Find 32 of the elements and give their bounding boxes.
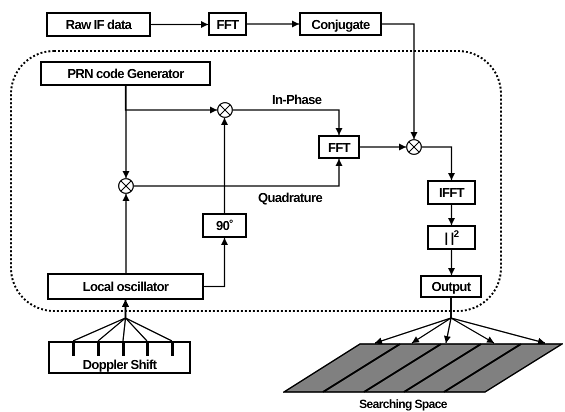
process-box: PRN code Generator (40, 61, 211, 86)
arrow (233, 109, 342, 135)
process-box: Conjugate (299, 12, 382, 36)
edge-label: In-Phase (272, 91, 322, 109)
process-box: FFT (208, 12, 247, 36)
process-box: Raw IF data (46, 12, 151, 37)
process-box: Local oscillator (47, 273, 204, 300)
arrow (122, 300, 172, 342)
arrow (134, 159, 342, 187)
arrow (448, 250, 455, 275)
arrow (221, 118, 228, 213)
arrow (360, 144, 406, 150)
dotted-region (10, 50, 502, 312)
edge-label: Quadrature (258, 189, 322, 207)
process-box: IFFT (427, 180, 476, 205)
arrow (247, 20, 299, 28)
arrow (448, 205, 455, 225)
arrow (382, 23, 418, 139)
node-text: Doppler Shift (82, 356, 158, 374)
arrow (124, 86, 217, 114)
process-box: 90˚ (202, 213, 247, 238)
process-box: | |$^{2}$ (427, 225, 476, 250)
arrow (422, 146, 455, 180)
arrow (122, 86, 130, 178)
doppler-scale (48, 341, 191, 374)
arrow (204, 238, 228, 288)
arrow (151, 21, 208, 28)
process-box: Output (420, 275, 482, 298)
arrow (122, 194, 130, 273)
node-text: Searching Space (358, 396, 448, 412)
arrow (450, 298, 546, 345)
process-box: FFT (318, 135, 360, 159)
